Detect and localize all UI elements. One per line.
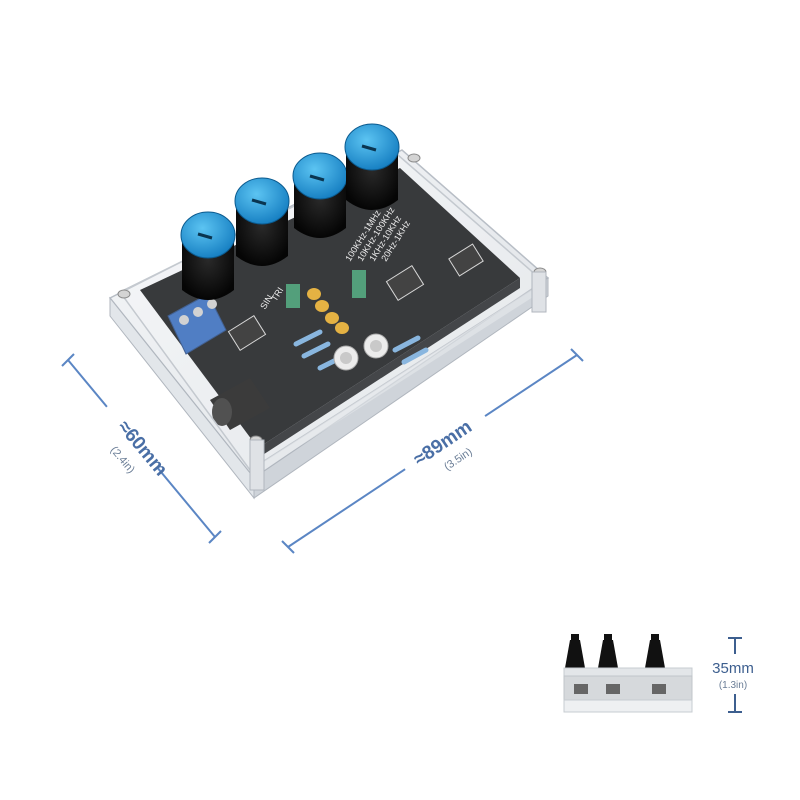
depth-value: 35mm (712, 660, 754, 677)
knob-icon (234, 177, 290, 266)
knob-icon (180, 211, 236, 300)
knob-icon (292, 152, 348, 238)
pcb-board: 100KHz-1MHz 10KHz-100KHz 1KHz-10KHz 20Hz… (140, 168, 520, 458)
dc-jack (210, 378, 270, 430)
depth-imperial: (1.3in) (719, 680, 747, 691)
terminal-block (167, 293, 227, 355)
components (167, 243, 484, 430)
acrylic-top-plate (117, 153, 547, 491)
dimension-height: ≈60mm (2.4in) (61, 353, 222, 544)
knobs (180, 123, 400, 300)
knob-icon (344, 123, 400, 210)
side-view-inset: 35mm (1.3in) (563, 634, 770, 713)
